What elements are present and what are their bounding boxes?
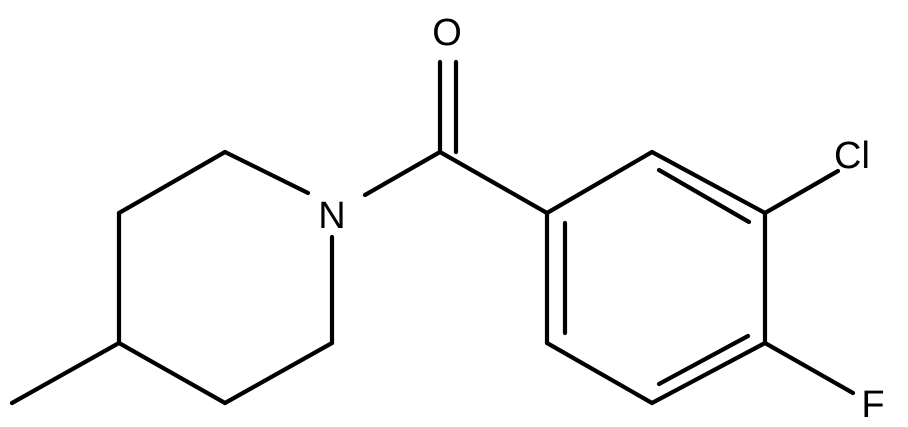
bond-c2-c3 <box>116 149 228 216</box>
chlorine-label: Cl <box>834 135 870 177</box>
bonds <box>9 59 856 406</box>
fluorine-label: F <box>861 384 884 426</box>
bond-c5-c6 <box>222 340 335 406</box>
bond-ar-2-3 <box>649 149 768 216</box>
oxygen-label: O <box>432 12 462 54</box>
bond-c4-c5 <box>116 340 228 406</box>
bond-carbonyl-nitrogen <box>362 149 443 198</box>
bond-carbonyl-ring <box>437 149 550 216</box>
bond-methyl <box>9 340 122 406</box>
bond-ar-1-2 <box>544 149 655 216</box>
bond-ar-inner-b <box>656 333 751 387</box>
bond-n-c2 <box>222 149 311 196</box>
bond-ar-5-6 <box>544 340 655 406</box>
bond-ar-4-5 <box>649 340 768 406</box>
nitrogen-label: N <box>318 195 345 237</box>
bond-ar-inner-a <box>656 167 752 225</box>
bond-ring-chlorine <box>762 168 841 216</box>
bond-ring-fluorine <box>762 340 856 396</box>
atom-labels: O N Cl F <box>318 12 884 426</box>
